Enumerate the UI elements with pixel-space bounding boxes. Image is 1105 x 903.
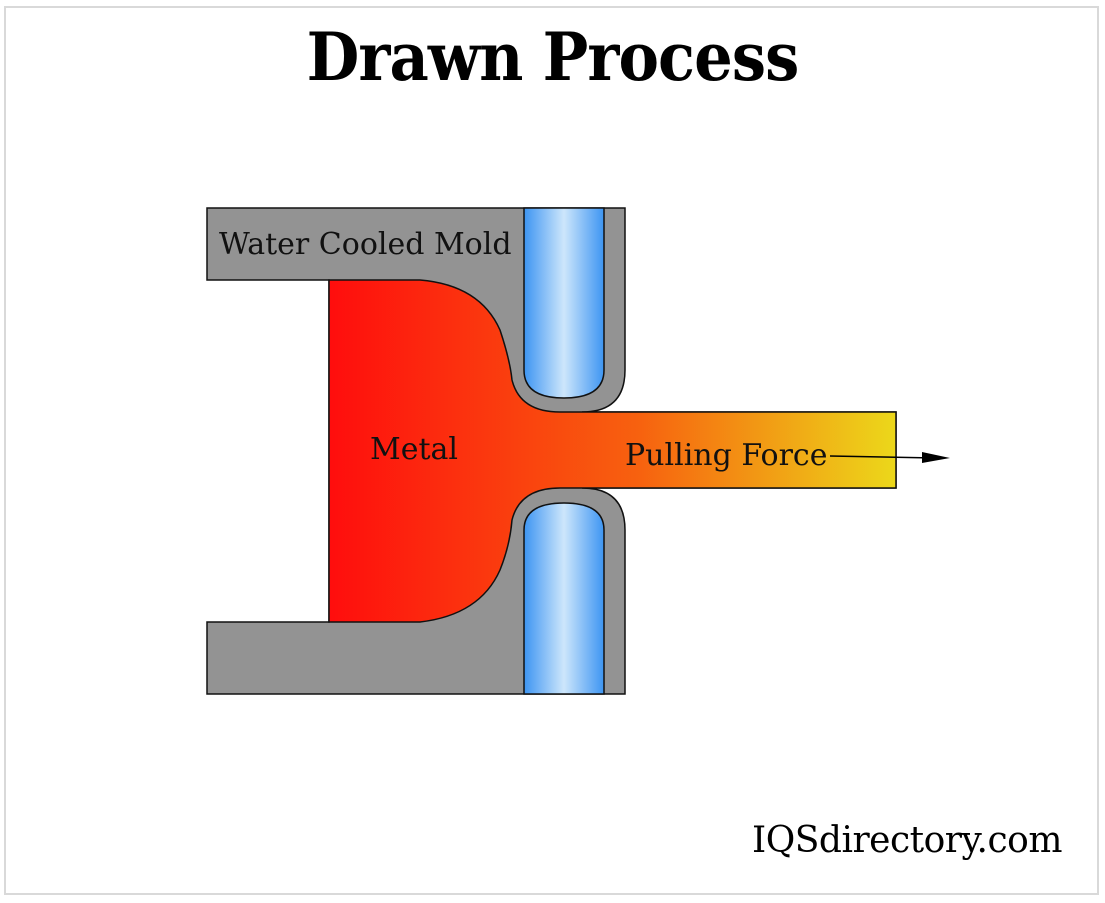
watermark: IQSdirectory.com	[752, 820, 1062, 861]
upper-water-channel	[523, 207, 605, 399]
metal-billet	[328, 279, 897, 623]
pulling-force-label: Pulling Force	[625, 438, 828, 473]
diagram-title: Drawn Process	[306, 18, 800, 96]
pulling-force-arrow-shaft	[829, 455, 936, 459]
pulling-force-arrowhead	[922, 452, 950, 463]
mold-label: Water Cooled Mold	[219, 227, 512, 262]
metal-label: Metal	[370, 432, 458, 467]
lower-water-channel	[523, 502, 605, 695]
